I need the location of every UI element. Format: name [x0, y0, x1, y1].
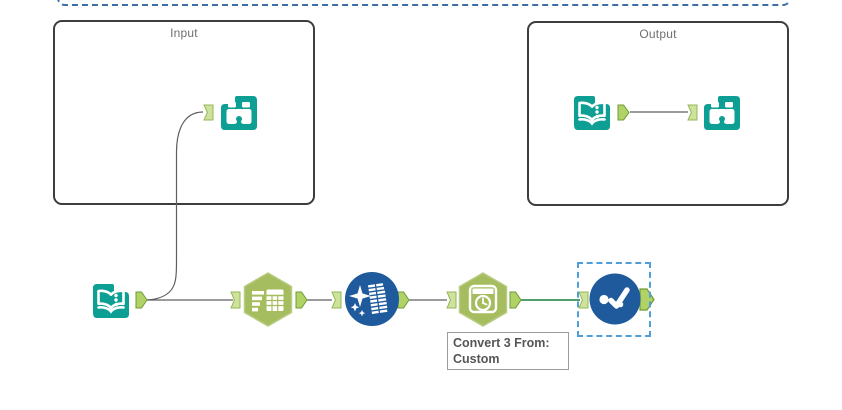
browse-tool[interactable] — [216, 89, 262, 135]
summarize-tool[interactable] — [242, 271, 294, 328]
binoculars-icon — [226, 102, 252, 124]
input-data-tool[interactable] — [88, 277, 134, 323]
input-anchor[interactable] — [331, 291, 342, 309]
output-anchor[interactable] — [617, 104, 630, 121]
container-input[interactable]: Input — [53, 20, 315, 205]
bars-table-icon — [252, 289, 284, 312]
annotation-tooltip-line2: Custom — [453, 352, 500, 366]
binoculars-icon — [709, 102, 735, 124]
data-cleansing-tool[interactable] — [344, 271, 400, 327]
open-book-icon — [578, 101, 606, 126]
datetime-tool[interactable] — [457, 271, 509, 328]
output-anchor[interactable] — [295, 291, 308, 309]
dot-checkmark-icon — [599, 287, 630, 309]
annotation-tooltip-line1: Convert 3 From: — [453, 336, 550, 350]
container-output[interactable]: Output — [527, 21, 789, 206]
annotation-tooltip: Convert 3 From: Custom — [447, 332, 569, 370]
output-anchor[interactable] — [135, 291, 148, 309]
input-anchor[interactable] — [687, 104, 698, 121]
input-anchor[interactable] — [203, 104, 214, 121]
selection-rectangle — [577, 262, 651, 337]
input-anchor[interactable] — [230, 291, 241, 309]
sparkle-table-icon — [349, 283, 388, 317]
input-anchor[interactable] — [578, 291, 589, 309]
container-input-label: Input — [170, 26, 198, 40]
input-anchor[interactable] — [446, 291, 457, 309]
clock-calendar-icon — [468, 284, 498, 314]
container-output-label: Output — [639, 27, 677, 41]
connection-inputdata-to-browse[interactable] — [146, 111, 204, 301]
open-book-icon — [97, 289, 125, 314]
browse-tool[interactable] — [699, 89, 745, 135]
output-anchor[interactable] — [509, 291, 522, 309]
unique-tool[interactable] — [589, 273, 641, 325]
input-data-tool[interactable] — [569, 89, 615, 135]
